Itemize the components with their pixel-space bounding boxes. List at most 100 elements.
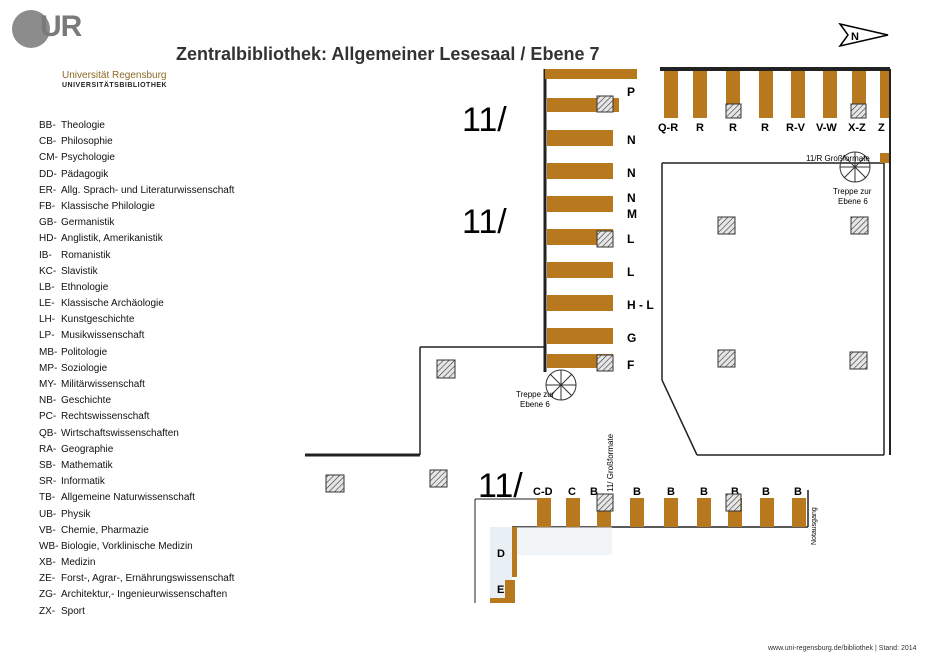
north-label: N: [851, 31, 859, 43]
legend-item: IB-Romanistik: [39, 250, 234, 266]
legend-subject: Philosophie: [61, 136, 113, 148]
legend-item: BB- Theologie: [39, 120, 234, 136]
shelf-label: C-D: [533, 486, 553, 498]
shelf-label: L: [627, 232, 634, 246]
legend-subject: Kunstgeschichte: [61, 314, 135, 326]
legend-item: SR- Informatik: [39, 476, 234, 492]
legend-item: QB- Wirtschaftswissenschaften: [39, 428, 234, 444]
legend-code: ZE-: [39, 573, 56, 585]
shelf-label: G: [627, 331, 636, 345]
logo-circle: [12, 10, 50, 48]
legend-item: ZE- Forst-, Agrar-, Ernährungswissenschaf…: [39, 573, 234, 589]
legend-subject: Geschichte: [61, 395, 112, 407]
legend-code: XB-: [39, 557, 56, 569]
legend-subject: Rechtswissenschaft: [61, 411, 150, 423]
legend-item: NB-Geschichte: [39, 395, 234, 411]
legend-code: QB-: [39, 427, 57, 439]
shelf-label: Z: [878, 122, 885, 134]
legend-item: ZX-Sport: [39, 606, 234, 622]
legend-subject: Architektur,- Ingenieurwissenschaften: [61, 589, 228, 601]
legend-code: LE-: [39, 298, 55, 310]
shelf-label: C: [568, 486, 576, 498]
library-name: UNIVERSITÄTSBIBLIOTHEK: [62, 82, 168, 89]
legend-code: MB-: [39, 346, 58, 358]
legend-item: LB-Ethnologie: [39, 282, 234, 298]
shelf-label: B: [794, 486, 802, 498]
legend-subject: Wirtschaftswissenschaften: [61, 427, 179, 439]
large-format-vertical-label: 11/ Großformate: [606, 433, 615, 492]
top-shelf-labels: Q-R R R R R-V V-W X-Z Z: [658, 122, 885, 134]
legend-item: HD-Anglistik, Amerikanistik: [39, 233, 234, 249]
legend-item: SB-Mathematik: [39, 460, 234, 476]
legend-item: LP- Musikwissenschaft: [39, 330, 234, 346]
legend-code: PC-: [39, 411, 57, 423]
legend-subject: Germanistik: [61, 217, 115, 229]
shelf-label: N: [627, 191, 636, 205]
legend-subject: Theologie: [61, 120, 105, 131]
room-number: 11/: [462, 101, 507, 139]
legend-code: GB-: [39, 217, 57, 229]
legend-item: RA-Geographie: [39, 444, 234, 460]
left-shelf-labels: P N N N M L L H - L G F: [627, 85, 654, 372]
bottom-shelf-labels: C-D C B B B B B B B D E: [497, 486, 802, 596]
legend-subject: Psychologie: [61, 152, 115, 164]
legend-subject: Slavistik: [61, 265, 98, 277]
pillars: [325, 95, 869, 512]
legend-item: ER-Allg. Sprach- und Literaturwissenscha…: [39, 185, 234, 201]
legend-code: BB-: [39, 120, 56, 131]
stairs-label: Treppe zur: [833, 187, 872, 196]
north-arrow-icon: N: [838, 22, 889, 48]
legend-code: SB-: [39, 459, 56, 471]
shelf-label: N: [627, 166, 636, 180]
legend-code: MP-: [39, 362, 58, 374]
legend-code: HD-: [39, 233, 57, 245]
legend-item: DD-Pädagogik: [39, 169, 234, 185]
legend-subject: Politologie: [61, 346, 108, 358]
shelf-label: F: [627, 358, 634, 372]
footer-text: www.uni-regensburg.de/bibliothek | Stand…: [768, 645, 917, 652]
shelf-label: B: [633, 486, 641, 498]
shelf-label: R: [761, 122, 769, 134]
legend-subject: Biologie, Vorklinische Medizin: [61, 540, 193, 552]
legend-code: CB-: [39, 136, 57, 148]
legend-code: RA-: [39, 443, 57, 455]
legend-code: VB-: [39, 524, 56, 536]
legend-subject: Forst-, Agrar-, Ernährungswissenschaft: [61, 573, 235, 585]
legend-code: ZG-: [39, 589, 57, 601]
legend-item: WB-Biologie, Vorklinische Medizin: [39, 541, 234, 557]
light-area-2: [512, 527, 612, 555]
shelf-label: B: [700, 486, 708, 498]
legend-item: ZG- Architektur,- Ingenieurwissenschaften: [39, 589, 234, 605]
legend-subject: Klassische Philologie: [61, 200, 155, 212]
legend-code: SR-: [39, 476, 57, 488]
legend-subject: Informatik: [61, 476, 105, 488]
stairs-label: Ebene 6: [520, 400, 550, 409]
shelf-label: D: [497, 548, 505, 560]
shelf-label: M: [627, 207, 637, 221]
logo-mark: UR: [40, 10, 82, 43]
legend-item: UB-Physik: [39, 509, 234, 525]
shelf-label: H - L: [627, 298, 654, 312]
legend-item: FB-Klassische Philologie: [39, 201, 234, 217]
shelf-label: V-W: [816, 122, 837, 134]
legend-item: GB- Germanistik: [39, 217, 234, 233]
legend-item: TB-Allgemeine Naturwissenschaft: [39, 492, 234, 508]
legend-code: LP-: [39, 330, 55, 342]
legend-subject: Soziologie: [61, 362, 108, 374]
legend-code: KC-: [39, 265, 57, 277]
legend-item: VB-Chemie, Pharmazie: [39, 525, 234, 541]
legend-subject: Musikwissenschaft: [61, 330, 145, 342]
legend-item: KC- Slavistik: [39, 266, 234, 282]
page-title: Zentralbibliothek: Allgemeiner Lesesaal …: [176, 44, 600, 64]
legend-code: LB-: [39, 281, 55, 293]
legend-code: MY-: [39, 379, 57, 390]
legend-subject: Klassische Archäologie: [61, 298, 164, 310]
shelf-label: B: [762, 486, 770, 498]
left-shelf-column: [545, 69, 637, 368]
legend-item: LH-Kunstgeschichte: [39, 314, 234, 330]
legend-code: WB-: [39, 540, 59, 552]
shelf-label: P: [627, 85, 635, 99]
legend-subject: Allgemeine Naturwissenschaft: [61, 492, 195, 504]
